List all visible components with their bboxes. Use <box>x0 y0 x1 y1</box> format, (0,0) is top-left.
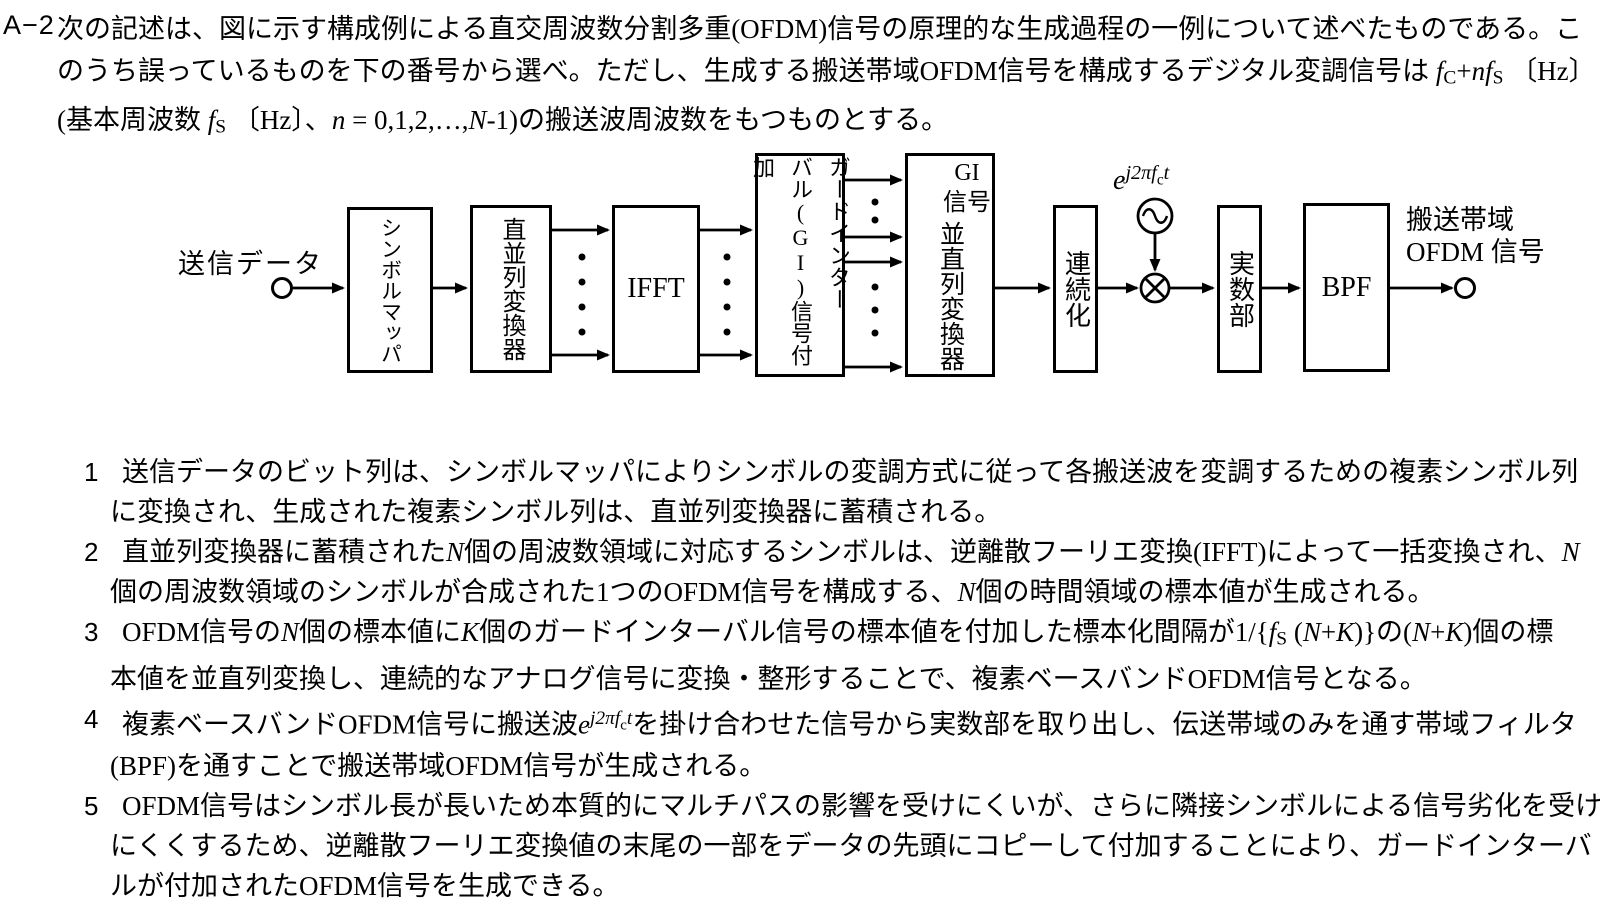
option-1: 1 送信データのビット列は、シンボルマッパによりシンボルの変調方式に従って各搬送… <box>0 452 1614 532</box>
option-3-line-2: 本値を並直列変換し、連続的なアナログ信号に変換・整形することで、複素ベースバンド… <box>110 664 1427 695</box>
option-1-number: 1 <box>84 457 99 487</box>
output-signal-label-line1: 搬送帯域 <box>1406 205 1514 235</box>
block-real-part-label: 実数部 <box>1225 250 1255 328</box>
block-guard-interval-insertion: ガードインター バル(GI)信号付加 <box>750 153 851 377</box>
option-3-line-1: OFDM信号のN個の標本値にK個のガードインターバル信号の標本値を付加した標本化… <box>122 617 1554 650</box>
input-terminal <box>271 277 293 299</box>
option-4-line-2: (BPF)を通すことで搬送帯域OFDM信号が生成される。 <box>110 750 767 781</box>
question-number: A−2 <box>3 10 55 40</box>
option-5-number: 5 <box>84 790 99 821</box>
option-2-line-1: 直並列変換器に蓄積されたN個の周波数領域に対応するシンボルは、逆離散フーリエ変換… <box>122 537 1580 567</box>
question-line-3: (基本周波数 fS 〔Hz〕、n = 0,1,2,…,N-1)の搬送波周波数をも… <box>57 105 949 138</box>
question-text: 次の記述は、図に示す構成例による直交周波数分割多重(OFDM)信号の原理的な生成… <box>57 8 1614 149</box>
option-1-line-2: に変換され、生成された複素シンボル列は、直並列変換器に蓄積される。 <box>110 497 1002 527</box>
block-ifft-label: IFFT <box>627 273 685 304</box>
input-signal-label: 送信データ <box>178 249 323 279</box>
output-signal-label: 搬送帯域 OFDM 信号 <box>1406 204 1545 268</box>
answer-options: 1 送信データのビット列は、シンボルマッパによりシンボルの変調方式に従って各搬送… <box>0 452 1614 906</box>
block-symbol-mapper: シンボルマッパ <box>347 207 433 373</box>
ofdm-block-diagram: 送信データ シンボルマッパ 直並列変換器 IFFT ガードインター バル(GI)… <box>0 130 1614 410</box>
block-bpf: BPF <box>1303 203 1390 372</box>
option-5: 5 OFDM信号はシンボル長が長いため本質的にマルチパスの影響を受けにくいが、さ… <box>0 786 1614 906</box>
question-line-2: のうち誤っているものを下の番号から選べ。ただし、生成する搬送帯域OFDM信号を構… <box>57 56 1596 89</box>
option-2: 2 直並列変換器に蓄積されたN個の周波数領域に対応するシンボルは、逆離散フーリエ… <box>0 532 1614 612</box>
carrier-exponential-label: ej2πfct <box>1113 162 1170 197</box>
block-continuity-label: 連続化 <box>1061 250 1091 328</box>
option-3: 3 OFDM信号のN個の標本値にK個のガードインターバル信号の標本値を付加した標… <box>0 612 1614 699</box>
block-guard-interval-label: ガードインター バル(GI)信号付加 <box>750 156 851 366</box>
question-line-1: 次の記述は、図に示す構成例による直交周波数分割多重(OFDM)信号の原理的な生成… <box>57 14 1583 44</box>
block-continuity: 連続化 <box>1053 205 1098 373</box>
block-serial-parallel-label: 直並列変換器 <box>498 217 524 361</box>
block-parallel-serial-label: 並直列変換器 <box>936 221 964 371</box>
option-5-line-1: OFDM信号はシンボル長が長いため本質的にマルチパスの影響を受けにくいが、さらに… <box>122 790 1603 821</box>
gi-signal-note: GI 信号 <box>943 160 991 216</box>
block-bpf-label: BPF <box>1321 271 1372 303</box>
option-4: 4 複素ベースバンドOFDM信号に搬送波ej2πfctを掛け合わせた信号から実数… <box>0 699 1614 785</box>
option-2-line-2: 個の周波数領域のシンボルが合成された1つのOFDM信号を構成する、N個の時間領域… <box>110 577 1435 607</box>
block-symbol-mapper-label: シンボルマッパ <box>378 216 403 364</box>
block-serial-parallel-converter: 直並列変換器 <box>470 205 552 373</box>
option-3-number: 3 <box>84 617 99 647</box>
option-1-line-1: 送信データのビット列は、シンボルマッパによりシンボルの変調方式に従って各搬送波を… <box>122 457 1579 487</box>
option-5-line-3: ルが付加されたOFDM信号を生成できる。 <box>110 870 620 901</box>
option-2-number: 2 <box>84 537 99 567</box>
output-signal-label-line2: OFDM 信号 <box>1406 237 1545 267</box>
ellipsis-dots <box>578 198 879 337</box>
output-terminal <box>1454 277 1476 299</box>
block-real-part: 実数部 <box>1217 205 1262 373</box>
option-4-number: 4 <box>84 704 99 735</box>
block-ifft: IFFT <box>612 205 700 373</box>
option-4-line-1: 複素ベースバンドOFDM信号に搬送波ej2πfctを掛け合わせた信号から実数部を… <box>122 708 1577 741</box>
option-5-line-2: にくくするため、逆離散フーリエ変換値の末尾の一部をデータの先頭にコピーして付加す… <box>110 830 1592 861</box>
block-parallel-serial-converter: GI 信号 並直列変換器 <box>905 153 995 377</box>
question-header: A−2 次の記述は、図に示す構成例による直交周波数分割多重(OFDM)信号の原理… <box>0 8 1614 149</box>
diagram-wires <box>271 172 1476 373</box>
